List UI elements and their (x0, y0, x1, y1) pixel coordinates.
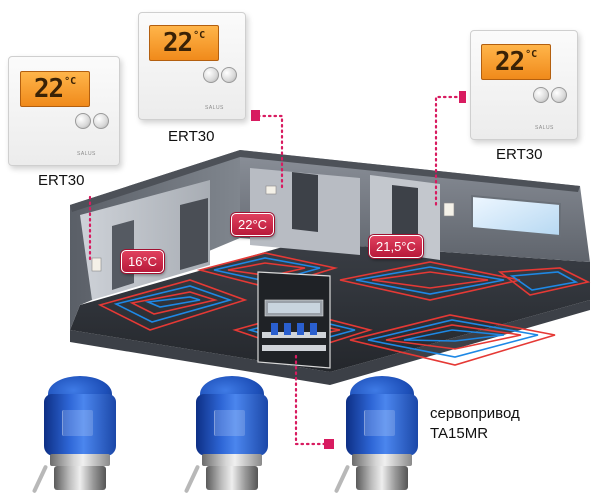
actuator-label: сервопривод TA15MR (430, 404, 520, 444)
connector-square-actuator (324, 439, 334, 449)
heating-coil-left (97, 279, 248, 331)
thermostat-right-brand: SALUS (535, 125, 554, 131)
wall-thermostat-left (91, 257, 102, 272)
room-temp-right-badge: 21,5°C (369, 235, 423, 258)
heating-coil-right-front (349, 314, 556, 366)
room-temp-left-badge: 16°C (121, 250, 165, 273)
actuator-3-body (346, 394, 418, 456)
thermostat-center-brand: SALUS (205, 105, 224, 111)
heating-coil-right-back (339, 261, 521, 301)
door-center (292, 172, 318, 232)
thermostat-left-unit: °C (64, 76, 77, 87)
room-temp-center-badge: 22°C (231, 213, 275, 236)
actuator-1-body (44, 394, 116, 456)
wall-thermostat-right (443, 202, 455, 217)
thermostat-center-unit: °C (193, 30, 206, 41)
actuator-1-nut (54, 466, 106, 490)
thermostat-left-knob-2 (93, 113, 109, 129)
thermostat-left-temp: 22 (33, 74, 64, 104)
thermostat-left-brand: SALUS (77, 151, 96, 157)
heating-coil-far-right (497, 267, 591, 296)
connector-square-right (459, 91, 466, 103)
actuator-label-type: сервопривод (430, 405, 520, 422)
actuator-3 (333, 376, 424, 496)
actuator-label-model: TA15MR (430, 425, 489, 442)
thermostat-left-model: ERT30 (38, 172, 85, 189)
thermostat-right-temp: 22 (494, 47, 525, 77)
actuator-3-collar (352, 454, 412, 466)
actuator-1-label-plate (62, 410, 93, 436)
thermostat-center-knob-1 (203, 67, 219, 83)
wall-top-edge (70, 150, 580, 212)
connection-actuator (294, 354, 328, 446)
actuator-3-nut (356, 466, 408, 490)
manifold-cabinet (257, 271, 331, 369)
thermostat-left: 22 °C SALUS (8, 56, 120, 166)
thermostat-center-knob-2 (221, 67, 237, 83)
thermostat-center: 22 °C SALUS (138, 12, 246, 120)
wall-thermostat-center (265, 185, 277, 195)
actuator-2-collar (202, 454, 262, 466)
heating-coil-center (196, 252, 339, 289)
connection-lines (88, 95, 464, 446)
connection-right (434, 95, 464, 207)
thermostat-right-knob-2 (551, 87, 567, 103)
thermostat-right-unit: °C (525, 49, 538, 60)
actuator-2-label-plate (214, 410, 245, 436)
door-right (392, 185, 418, 247)
thermostat-center-display: 22 °C (149, 25, 219, 61)
actuator-1 (31, 376, 122, 496)
thermostat-right-knob-1 (533, 87, 549, 103)
actuator-2-body (196, 394, 268, 456)
thermostat-left-knob-1 (75, 113, 91, 129)
thermostat-right: 22 °C SALUS (470, 30, 578, 140)
thermostat-center-temp: 22 (162, 28, 193, 58)
thermostat-right-model: ERT30 (496, 146, 543, 163)
thermostat-center-model: ERT30 (168, 128, 215, 145)
connector-square-center (251, 110, 260, 121)
actuator-2 (183, 376, 274, 496)
actuator-3-label-plate (364, 410, 395, 436)
thermostat-right-display: 22 °C (481, 44, 551, 80)
window-right (471, 194, 561, 238)
connection-center (256, 114, 284, 190)
door-left-2 (180, 198, 208, 270)
actuator-2-nut (206, 466, 258, 490)
thermostat-left-display: 22 °C (20, 71, 90, 107)
actuator-1-collar (50, 454, 110, 466)
